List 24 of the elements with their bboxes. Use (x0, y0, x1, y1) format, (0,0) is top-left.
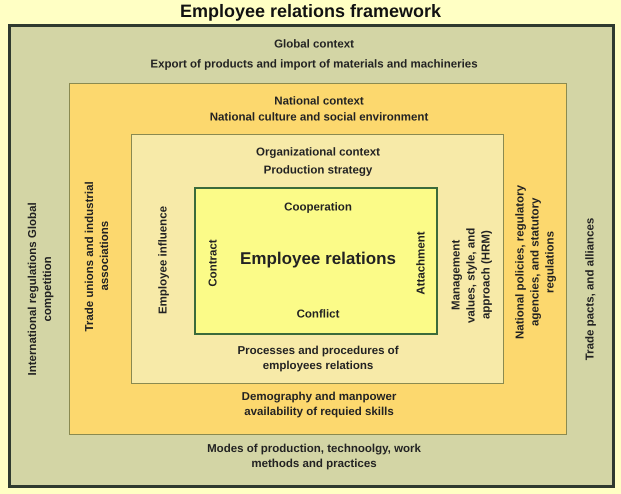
diagram-title: Employee relations framework (180, 0, 442, 22)
side-label: Attachment (414, 231, 428, 295)
context-label: Export of products and import of materials and machineries (150, 58, 478, 72)
context-label: National culture and social environment (210, 110, 428, 126)
context-label: Processes and procedures of employees relations (236, 344, 400, 374)
context-label: Cooperation (284, 200, 352, 216)
side-label: National policies, regulatory agencies, and statutory regulations (514, 184, 558, 342)
context-label: Organizational context (256, 146, 380, 160)
organizational-context-box (131, 134, 504, 384)
global-context-box (8, 24, 615, 488)
side-label: Contract (206, 239, 220, 287)
side-label: International regulations Global competition (26, 201, 55, 378)
national-context-box (69, 83, 567, 435)
context-label: Global context (274, 38, 354, 52)
context-label: Demography and manpower availability of requied skills (240, 390, 398, 420)
context-label: Production strategy (264, 164, 372, 178)
side-label: Trade pacts, and alliances (584, 218, 598, 360)
employee-relations-box (194, 187, 438, 335)
context-label: National context (274, 94, 364, 110)
context-label: Modes of production, technoolgy, work methods and practices (206, 442, 422, 472)
side-label: Employee influence (156, 206, 170, 314)
context-label: Conflict (296, 308, 340, 322)
side-label: Management values, style, and approach (HRM) (450, 226, 494, 325)
center-label: Employee relations (240, 249, 396, 269)
